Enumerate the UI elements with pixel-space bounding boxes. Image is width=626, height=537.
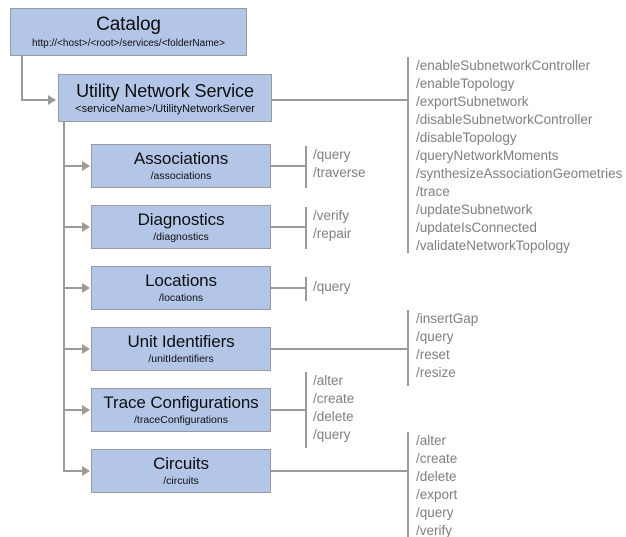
node-circuits[interactable]: Circuits /circuits: [91, 449, 271, 493]
connector-branch-circuits: [63, 470, 83, 472]
connector-branch-trace-configurations: [63, 409, 83, 411]
operation-item: /traverse: [313, 165, 366, 180]
operation-item: /alter: [313, 373, 344, 388]
connector-catalog-horizontal: [21, 99, 49, 101]
operation-item: /disableTopology: [416, 130, 517, 145]
operation-item: /repair: [313, 226, 352, 241]
node-service-title: Utility Network Service: [76, 80, 254, 101]
operation-item: /updateIsConnected: [416, 220, 537, 235]
operation-item: /queryNetworkMoments: [416, 148, 559, 163]
node-utility-network-service[interactable]: Utility Network Service <serviceName>/Ut…: [58, 74, 272, 122]
node-catalog-path: http://<host>/<root>/services/<folderNam…: [32, 38, 225, 49]
connector-service-to-operations: [272, 99, 408, 101]
operation-item: /resize: [416, 365, 456, 380]
connector-branch-locations: [63, 287, 83, 289]
bracket-diagnostics-operations: [305, 207, 307, 249]
operation-item: /query: [313, 279, 351, 294]
node-unit-identifiers-path: /unitIdentifiers: [148, 353, 214, 365]
bracket-unit-identifiers-operations: [407, 310, 409, 386]
bracket-associations-operations: [305, 146, 307, 188]
connector-catalog-vertical: [21, 56, 23, 101]
operation-item: /updateSubnetwork: [416, 202, 533, 217]
connector-trace-configurations-to-operations: [271, 409, 307, 411]
operation-item: /enableSubnetworkController: [416, 58, 591, 73]
node-locations[interactable]: Locations /locations: [91, 266, 271, 310]
node-catalog-title: Catalog: [96, 14, 161, 35]
operation-item: /export: [416, 487, 458, 502]
arrow-to-unit-identifiers: [82, 344, 90, 354]
operations-service: /enableSubnetworkController /enableTopol…: [416, 57, 622, 255]
arrow-to-trace-configurations: [82, 405, 90, 415]
connector-branch-unit-identifiers: [63, 348, 83, 350]
connector-branch-diagnostics: [63, 226, 83, 228]
connector-locations-to-operations: [271, 287, 307, 289]
node-circuits-path: /circuits: [163, 475, 199, 487]
operations-diagnostics: /verify /repair: [313, 207, 351, 243]
connector-service-spine: [63, 122, 65, 472]
node-trace-configurations-title: Trace Configurations: [103, 393, 259, 412]
operation-item: /alter: [416, 433, 447, 448]
node-unit-identifiers[interactable]: Unit Identifiers /unitIdentifiers: [91, 327, 271, 371]
arrow-to-circuits: [82, 466, 90, 476]
operation-item: /exportSubnetwork: [416, 94, 529, 109]
node-unit-identifiers-title: Unit Identifiers: [127, 332, 235, 351]
arrow-catalog-to-service: [48, 95, 56, 105]
operation-item: /query: [313, 427, 351, 442]
node-associations[interactable]: Associations /associations: [91, 144, 271, 188]
operation-item: /trace: [416, 184, 450, 199]
operations-locations: /query: [313, 278, 351, 296]
connector-unit-identifiers-to-operations: [271, 348, 408, 350]
connector-branch-associations: [63, 165, 83, 167]
connector-circuits-to-operations: [271, 470, 408, 472]
operation-item: /delete: [416, 469, 457, 484]
operation-item: /reset: [416, 347, 450, 362]
operation-item: /verify: [416, 523, 453, 537]
bracket-circuits-operations: [407, 432, 409, 537]
operation-item: /synthesizeAssociationGeometries: [416, 166, 623, 181]
connector-associations-to-operations: [271, 165, 307, 167]
operation-item: /create: [313, 391, 355, 406]
node-trace-configurations[interactable]: Trace Configurations /traceConfiguration…: [91, 388, 271, 432]
operations-circuits: /alter /create /delete /export /query /v…: [416, 432, 457, 537]
operation-item: /validateNetworkTopology: [416, 238, 570, 253]
operation-item: /delete: [313, 409, 354, 424]
node-diagnostics[interactable]: Diagnostics /diagnostics: [91, 205, 271, 249]
bracket-locations-operations: [305, 277, 307, 301]
operation-item: /create: [416, 451, 458, 466]
arrow-to-locations: [82, 283, 90, 293]
node-circuits-title: Circuits: [153, 454, 209, 473]
connector-diagnostics-to-operations: [271, 226, 307, 228]
operation-item: /verify: [313, 208, 350, 223]
operations-unit-identifiers: /insertGap /query /reset /resize: [416, 310, 478, 382]
operations-trace-configurations: /alter /create /delete /query: [313, 372, 354, 444]
operations-associations: /query /traverse: [313, 146, 366, 182]
node-locations-title: Locations: [145, 271, 217, 290]
node-catalog[interactable]: Catalog http://<host>/<root>/services/<f…: [10, 8, 247, 56]
operation-item: /insertGap: [416, 311, 479, 326]
operation-item: /query: [313, 147, 351, 162]
node-trace-configurations-path: /traceConfigurations: [134, 414, 228, 426]
operation-item: /query: [416, 505, 454, 520]
node-diagnostics-title: Diagnostics: [137, 210, 225, 229]
operation-item: /disableSubnetworkController: [416, 112, 593, 127]
operation-item: /enableTopology: [416, 76, 515, 91]
arrow-to-associations: [82, 161, 90, 171]
arrow-to-diagnostics: [82, 222, 90, 232]
bracket-service-operations: [407, 57, 409, 253]
node-locations-path: /locations: [158, 292, 204, 304]
node-service-path: <serviceName>/UtilityNetworkServer: [75, 102, 255, 115]
node-diagnostics-path: /diagnostics: [153, 231, 209, 243]
node-associations-title: Associations: [133, 149, 229, 168]
operation-item: /query: [416, 329, 454, 344]
bracket-trace-configurations-operations: [305, 372, 307, 448]
node-associations-path: /associations: [150, 170, 212, 182]
